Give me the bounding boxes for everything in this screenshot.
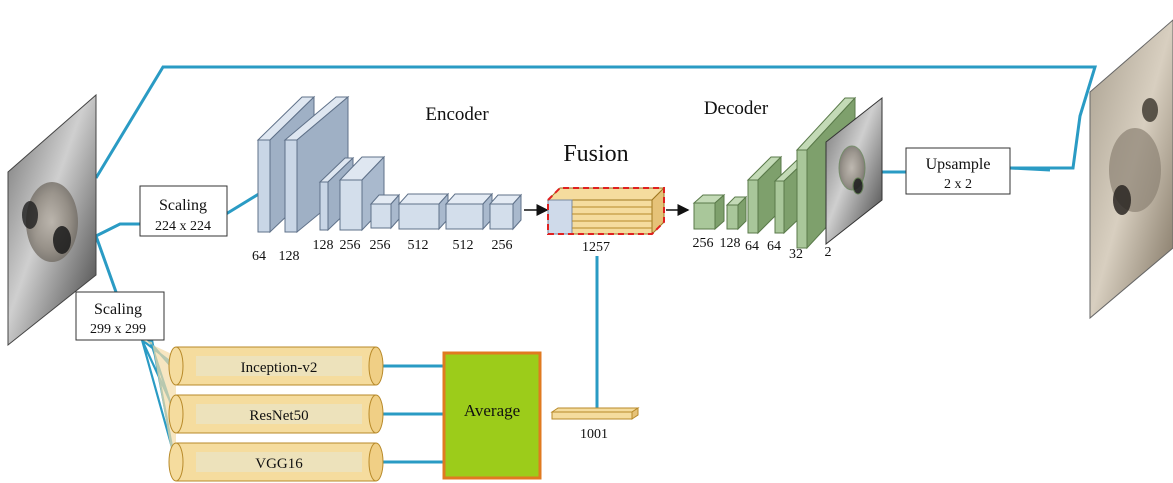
upsample-size: 2 x 2 [944,177,972,192]
cylinder-vgg: VGG16 [168,442,384,482]
encoder-block-256b [369,193,401,230]
encoder-block-512b [444,192,494,231]
average-box: Average [442,351,542,480]
encoder-block-256a [338,155,386,232]
fusion-title: Fusion [563,141,628,167]
decoder-block-128 [725,195,748,231]
scaling-bottom-size: 299 x 299 [90,322,146,337]
encoder-label-3: 128 [313,238,334,253]
encoder-label-7: 512 [453,238,474,253]
decoder-label-4: 64 [767,239,781,254]
scaling-top-box: Scaling 224 x 224 [139,185,228,237]
fusion-block: 1257 [546,186,666,255]
decoder-block-256 [692,193,726,231]
decoder-label-2: 128 [720,236,741,251]
scaling-top-to-encoder [225,190,263,216]
encoder-label-4: 256 [340,238,361,253]
skip-line [94,65,1098,179]
cylinder-inception: Inception-v2 [168,346,384,386]
scaling-top-title: Scaling [159,197,207,214]
decoder-title: Decoder [704,98,769,119]
decoder-label-3: 64 [745,239,759,254]
decoder-labels: 256 128 64 64 32 2 [693,236,832,262]
decoder-label-1: 256 [693,236,714,251]
encoder-label-2: 128 [279,249,300,264]
fusion-label: 1257 [582,240,610,255]
decoder-blocks [692,96,883,250]
input-to-scaling-top [95,222,140,238]
output-image [1089,19,1173,320]
average-label: Average [464,401,520,420]
network-cylinders: Inception-v2 ResNet50 VGG16 [168,346,384,482]
encoder-title: Encoder [425,104,489,125]
encoder-block-512a [397,192,450,231]
scaling-bottom-title: Scaling [94,301,142,318]
network-label-inception: Inception-v2 [241,360,318,376]
decoder-output-slice [825,96,883,246]
scaling-bottom-box: Scaling 299 x 299 [75,291,165,341]
cylinder-resnet: ResNet50 [168,394,384,434]
network-label-resnet: ResNet50 [249,408,308,424]
input-to-scaling-bottom [94,235,118,293]
encoder-blocks [256,95,523,234]
decoder-label-6: 2 [825,245,832,260]
network-label-vgg: VGG16 [255,456,303,472]
upsample-to-output [1009,166,1051,172]
fan-fill [142,340,176,478]
encoder-block-256c [488,193,523,231]
input-image [7,93,97,347]
encoder-label-1: 64 [252,249,266,264]
encoder-label-6: 512 [408,238,429,253]
upsample-box: Upsample 2 x 2 [905,147,1011,195]
decoder-label-5: 32 [789,247,803,262]
encoder-label-5: 256 [370,238,391,253]
feature-vector: 1001 [550,407,640,442]
upsample-title: Upsample [926,156,991,173]
encoder-labels: 64 128 128 256 256 512 512 256 [252,238,513,264]
vector-label: 1001 [580,427,608,442]
scaling-top-size: 224 x 224 [155,219,211,234]
encoder-label-8: 256 [492,238,513,253]
connectors [94,65,1098,464]
